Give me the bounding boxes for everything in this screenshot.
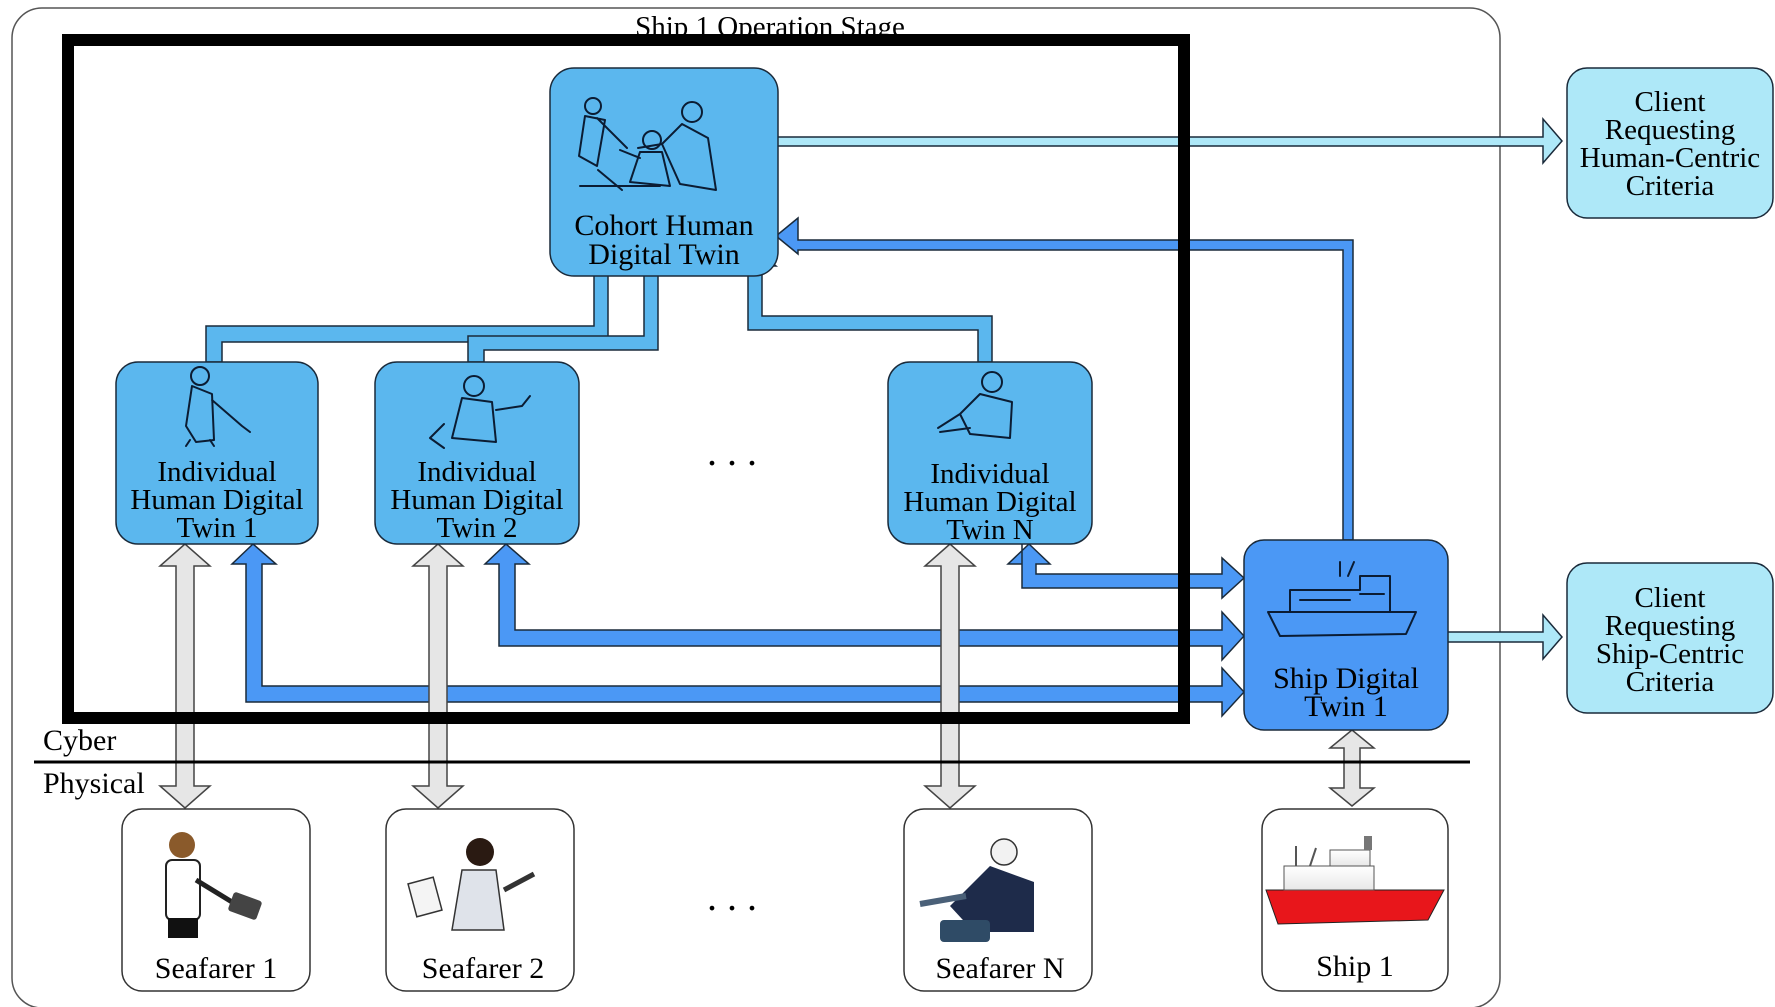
seafarer-N[interactable]: Seafarer N (903, 808, 1093, 992)
seafarer-technician-icon (919, 838, 1034, 942)
ind1-line2: Human Digital (130, 484, 303, 516)
client-ship-centric[interactable]: Client Requesting Ship-Centric Criteria (1566, 562, 1774, 714)
cohort-label-line2: Digital Twin (588, 238, 740, 271)
ind1-line1: Individual (157, 456, 276, 488)
seafarer-1-label: Seafarer 1 (155, 952, 277, 985)
stage-frame (11, 7, 1501, 1007)
indN-line1: Individual (930, 458, 1049, 490)
client-ship-line1: Client (1635, 582, 1706, 614)
ship-icon (1267, 561, 1417, 637)
arrow-seafarer2-ind2 (411, 543, 465, 809)
client-ship-line2: Requesting (1605, 610, 1736, 642)
seafarer-2[interactable]: Seafarer 2 (385, 808, 575, 992)
ellipsis-cyber: . . . (707, 429, 757, 474)
ship-1[interactable]: Ship 1 (1261, 808, 1449, 992)
ship-1-label: Ship 1 (1316, 950, 1394, 983)
client-human-line2: Requesting (1605, 114, 1736, 146)
client-human-line4: Criteria (1626, 170, 1715, 202)
seafarer-officer-icon (165, 832, 262, 938)
woman-document-icon (429, 375, 531, 449)
seafarer-1[interactable]: Seafarer 1 (121, 808, 311, 992)
arrow-ship1-shiptwin (1327, 729, 1377, 807)
officer-tablet-icon (185, 366, 251, 447)
cohort-boundary (62, 34, 1190, 724)
client-ship-line4: Criteria (1626, 666, 1715, 698)
client-human-line3: Human-Centric (1580, 142, 1760, 174)
ship-twin-line2: Twin 1 (1304, 690, 1388, 723)
individual-hdt-2[interactable]: Individual Human Digital Twin 2 (374, 361, 580, 545)
ellipsis-physical: . . . (707, 874, 757, 919)
arrow-ship-to-cohort (774, 216, 1354, 541)
ind2-line3: Twin 2 (437, 512, 518, 544)
arrow-ship-to-client-ship (1443, 612, 1563, 662)
cohort-label-line1: Cohort Human (574, 209, 753, 242)
ind2-line1: Individual (417, 456, 536, 488)
client-human-line1: Client (1635, 86, 1706, 118)
ship-twin-line1: Ship Digital (1273, 662, 1419, 695)
individual-hdt-N[interactable]: Individual Human Digital Twin N (887, 361, 1093, 546)
red-ship-icon (1265, 836, 1445, 925)
arrow-seafarer1-ind1 (158, 543, 212, 809)
team-meeting-icon (578, 97, 717, 191)
seafarer-woman-icon (407, 838, 536, 931)
seafarer-N-label: Seafarer N (935, 952, 1064, 985)
indN-line3: Twin N (946, 514, 1033, 546)
ind2-line2: Human Digital (390, 484, 563, 516)
cyber-label: Cyber (43, 724, 116, 757)
ind1-line3: Twin 1 (177, 512, 258, 544)
ship-digital-twin[interactable]: Ship Digital Twin 1 (1243, 539, 1449, 731)
cohort-human-digital-twin[interactable]: Cohort Human Digital Twin (549, 67, 779, 277)
physical-label: Physical (43, 767, 145, 800)
individual-hdt-1[interactable]: Individual Human Digital Twin 1 (115, 361, 319, 545)
client-human-centric[interactable]: Client Requesting Human-Centric Criteria (1566, 67, 1774, 219)
client-ship-line3: Ship-Centric (1596, 638, 1744, 670)
seafarer-2-label: Seafarer 2 (422, 952, 544, 985)
technician-icon (937, 371, 1013, 439)
indN-line2: Human Digital (903, 486, 1076, 518)
arrow-seafarerN-indN (923, 543, 977, 809)
arrow-cohort-to-client-human (775, 116, 1563, 166)
